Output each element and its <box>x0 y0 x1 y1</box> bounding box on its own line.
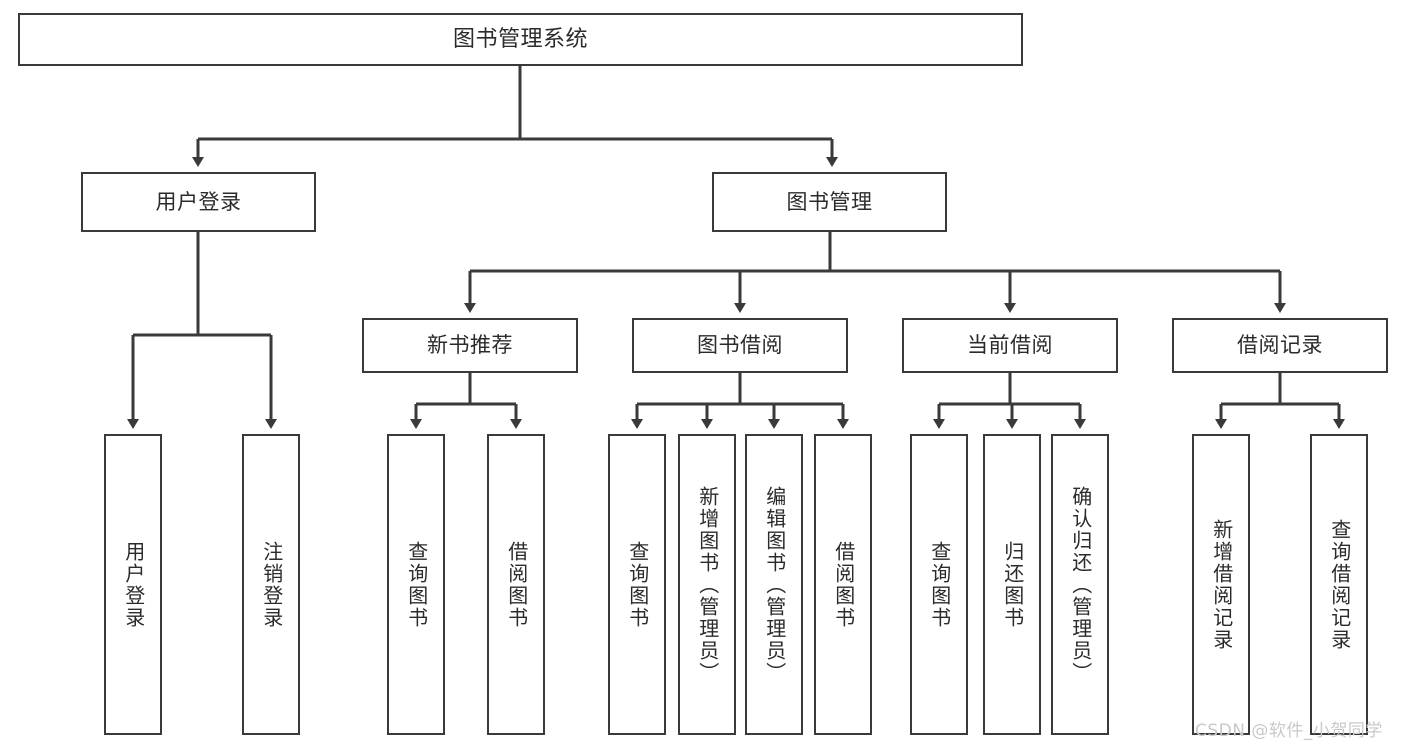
node-book-manage[interactable]: 图书管理 <box>712 172 947 232</box>
node-leaf-return-book[interactable]: 归还图书 <box>983 434 1041 735</box>
node-leaf-add-book-admin[interactable]: 新增图书（管理员） <box>678 434 736 735</box>
node-leaf-user-login[interactable]: 用户登录 <box>104 434 162 735</box>
node-leaf-edit-book-admin-label: 编辑图书（管理员） <box>762 485 787 684</box>
node-leaf-return-book-label: 归还图书 <box>1000 540 1025 629</box>
node-leaf-query-borrow-record[interactable]: 查询借阅记录 <box>1310 434 1368 735</box>
node-leaf-logout-login[interactable]: 注销登录 <box>242 434 300 735</box>
node-root-label: 图书管理系统 <box>452 26 588 52</box>
node-book-borrow-label: 图书借阅 <box>697 333 783 358</box>
node-borrow-record-label: 借阅记录 <box>1237 333 1323 358</box>
node-leaf-add-book-admin-label: 新增图书（管理员） <box>695 485 720 684</box>
node-book-borrow[interactable]: 图书借阅 <box>632 318 848 373</box>
node-leaf-query-book-recommend-label: 查询图书 <box>404 540 429 629</box>
node-leaf-query-book-current-label: 查询图书 <box>927 540 952 629</box>
node-leaf-query-book-current[interactable]: 查询图书 <box>910 434 968 735</box>
node-root[interactable]: 图书管理系统 <box>18 13 1023 66</box>
node-leaf-query-book-borrow[interactable]: 查询图书 <box>608 434 666 735</box>
node-leaf-add-borrow-record[interactable]: 新增借阅记录 <box>1192 434 1250 735</box>
watermark: CSDN @软件_小贺同学 <box>1195 721 1383 741</box>
node-leaf-edit-book-admin[interactable]: 编辑图书（管理员） <box>745 434 803 735</box>
node-current-borrow[interactable]: 当前借阅 <box>902 318 1118 373</box>
node-leaf-query-borrow-record-label: 查询借阅记录 <box>1327 518 1352 651</box>
node-leaf-borrow-book-label: 借阅图书 <box>831 540 856 629</box>
node-book-manage-label: 图书管理 <box>786 189 873 214</box>
node-leaf-add-borrow-record-label: 新增借阅记录 <box>1209 518 1234 651</box>
node-leaf-query-book-borrow-label: 查询图书 <box>625 540 650 629</box>
node-user-login-label: 用户登录 <box>155 189 242 214</box>
node-borrow-record[interactable]: 借阅记录 <box>1172 318 1388 373</box>
node-new-book-recommend[interactable]: 新书推荐 <box>362 318 578 373</box>
node-leaf-query-book-recommend[interactable]: 查询图书 <box>387 434 445 735</box>
node-leaf-confirm-return-admin[interactable]: 确认归还（管理员） <box>1051 434 1109 735</box>
node-leaf-logout-login-label: 注销登录 <box>259 540 284 629</box>
node-leaf-user-login-label: 用户登录 <box>121 540 146 629</box>
node-leaf-confirm-return-admin-label: 确认归还（管理员） <box>1068 485 1093 684</box>
node-leaf-borrow-book[interactable]: 借阅图书 <box>814 434 872 735</box>
node-user-login[interactable]: 用户登录 <box>81 172 316 232</box>
node-leaf-borrow-book-recommend[interactable]: 借阅图书 <box>487 434 545 735</box>
node-new-book-recommend-label: 新书推荐 <box>427 333 513 358</box>
node-leaf-borrow-book-recommend-label: 借阅图书 <box>504 540 529 629</box>
node-current-borrow-label: 当前借阅 <box>967 333 1053 358</box>
